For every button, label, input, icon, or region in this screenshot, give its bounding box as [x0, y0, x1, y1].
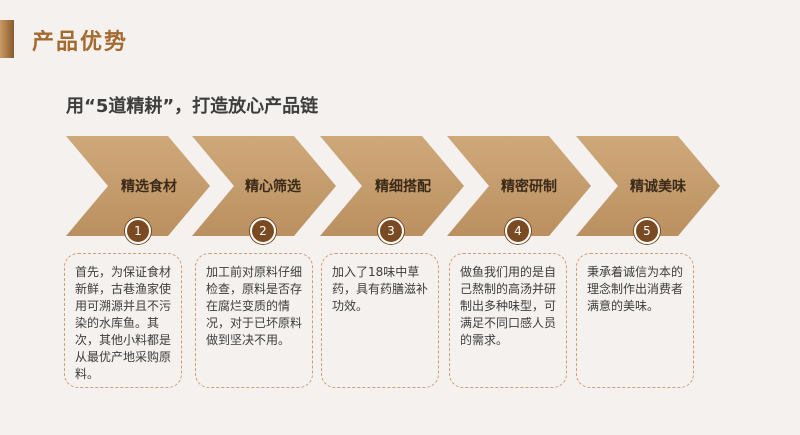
- step-label-1: 精选食材: [121, 179, 177, 195]
- chevron-step-5: [576, 136, 720, 236]
- chevron-step-3: [320, 136, 464, 236]
- chevron-arrows: [66, 136, 720, 236]
- step-description-1: 首先，为保证食材新鲜，古巷渔家使用可溯源并且不污染的水库鱼。其次，其他小料都是从…: [64, 253, 182, 388]
- step-label-5: 精诚美味: [630, 179, 686, 195]
- step-number-3: 3: [378, 218, 404, 244]
- page-subtitle: 用“5道精耕”，打造放心产品链: [66, 96, 319, 117]
- step-description-5: 秉承着诚信为本的理念制作出消费者满意的美味。: [576, 253, 694, 388]
- step-number-4: 4: [505, 218, 531, 244]
- step-label-3: 精细搭配: [375, 179, 431, 195]
- step-number-5: 5: [634, 218, 660, 244]
- step-description-4: 做鱼我们用的是自己熬制的高汤并研制出多种味型，可满足不同口感人员的需求。: [449, 253, 567, 388]
- step-label-2: 精心筛选: [245, 179, 301, 195]
- page-title: 产品优势: [32, 30, 129, 55]
- chevron-step-1: [66, 136, 210, 236]
- process-chevrons: 精选食材 精心筛选 精细搭配 精密研制 精诚美味: [0, 136, 800, 236]
- step-label-4: 精密研制: [501, 179, 557, 195]
- step-number-2: 2: [250, 218, 276, 244]
- title-accent-bar: [0, 20, 14, 58]
- chevron-step-2: [192, 136, 336, 236]
- chevron-step-4: [447, 136, 591, 236]
- step-description-3: 加入了18味中草药，具有药膳滋补功效。: [321, 253, 439, 388]
- step-number-1: 1: [125, 218, 151, 244]
- step-description-2: 加工前对原料仔细检查，原料是否存在腐烂变质的情况，对于已坏原料做到坚决不用。: [195, 253, 313, 388]
